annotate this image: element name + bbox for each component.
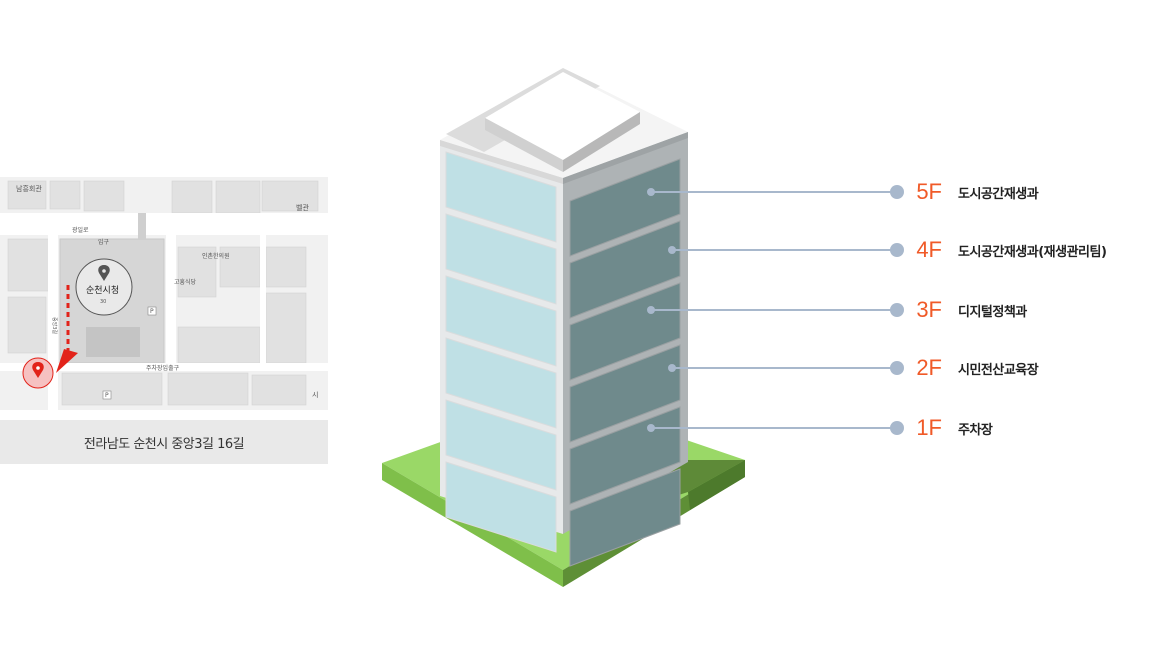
leader-dot-start xyxy=(647,306,655,314)
window-left xyxy=(445,337,557,429)
floor-level-1f: 1F xyxy=(916,415,942,440)
map-label-clinic: 인촌한의원 xyxy=(202,252,230,260)
window-left xyxy=(445,275,557,367)
map-canvas xyxy=(0,177,328,410)
map-label-parking-entrance: 주차장입출구 xyxy=(146,364,180,372)
map-label-side-road: 중앙3길 xyxy=(51,317,58,334)
floor-level-2f: 2F xyxy=(916,355,942,380)
address-text: 전라남도 순천시 중앙3길 16길 xyxy=(83,436,245,452)
leader-lines xyxy=(647,185,904,435)
map-labels: 남흥회관 벨관 광일로 입구 인촌한의원 고흥식당 순천시청 30 주차장입출구… xyxy=(16,184,318,399)
window-left xyxy=(445,399,557,491)
floor-name-1f: 주차장 xyxy=(958,423,993,438)
window-right xyxy=(569,344,681,443)
window-right xyxy=(569,468,681,567)
window-left xyxy=(445,151,557,243)
map-label-restaurant: 고흥식당 xyxy=(174,278,197,286)
map-label-city-hall-number: 30 xyxy=(100,299,106,305)
floor-level-5f: 5F xyxy=(916,179,942,204)
leader-dot-start xyxy=(647,188,655,196)
map-parking-symbol: P xyxy=(150,308,154,315)
leader-dot-end xyxy=(890,243,904,257)
map-label-top-left: 남흥회관 xyxy=(16,184,42,193)
map-label-top-right: 벨관 xyxy=(296,203,309,212)
map-label-city-hall: 순천시청 xyxy=(86,285,119,296)
floor-level-4f: 4F xyxy=(916,237,942,262)
leader-dot-end xyxy=(890,421,904,435)
leader-dot-end xyxy=(890,303,904,317)
floor-name-5f: 도시공간재생과 xyxy=(958,187,1039,202)
floor-name-2f: 시민전산교육장 xyxy=(958,363,1039,378)
map-label-road: 광일로 xyxy=(72,226,89,234)
leader-dot-start xyxy=(668,364,676,372)
map-label-edge: 시 xyxy=(312,391,318,399)
location-map[interactable]: 남흥회관 벨관 광일로 입구 인촌한의원 고흥식당 순천시청 30 주차장입출구… xyxy=(0,177,328,410)
map-parking-symbol-2: P xyxy=(105,392,109,399)
leader-dot-start xyxy=(647,424,655,432)
window-left xyxy=(445,213,557,305)
map-label-entrance: 입구 xyxy=(98,238,110,246)
window-left xyxy=(445,461,557,553)
leader-dot-start xyxy=(668,246,676,254)
floor-name-3f: 디지털정책과 xyxy=(958,305,1027,320)
floor-level-3f: 3F xyxy=(916,297,942,322)
leader-dot-end xyxy=(890,185,904,199)
window-right xyxy=(569,220,681,319)
address-bar: 전라남도 순천시 중앙3길 16길 xyxy=(0,420,328,464)
window-right xyxy=(569,158,681,257)
floor-name-4f: 도시공간재생과(재생관리팀) xyxy=(958,245,1107,260)
leader-dot-end xyxy=(890,361,904,375)
